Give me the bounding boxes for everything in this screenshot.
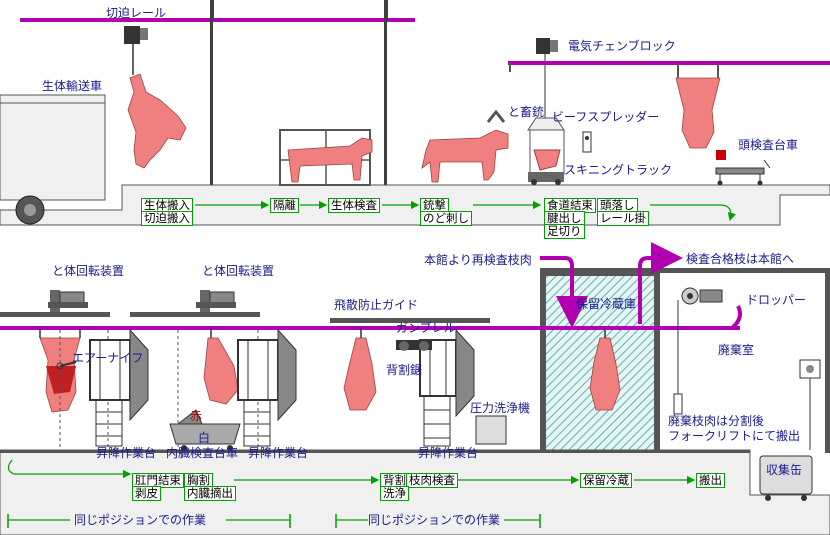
rotator-1-label: と体回転装置 [52,264,125,278]
pressure-washer [475,415,507,445]
carcass-3 [343,337,377,411]
red-label: 赤 [190,409,203,423]
bin-label: 収集缶 [766,463,803,477]
skinning-track-label: スキニングトラック [564,163,673,177]
dropper-label: ドロッパー [746,293,807,307]
beef-spreader [527,117,565,185]
passed-arrow [638,242,683,324]
rotator-2 [196,290,236,312]
head-inspection-cart [715,150,771,186]
hanging-carcass [127,73,187,169]
flow-skinning: 剥皮 [132,486,161,501]
truck-label: 生体輸送車 [42,79,103,93]
control-box [582,131,592,153]
back-saw [396,340,432,351]
flow-hold-chill: 保留冷蔵 [580,473,632,488]
air-knife-label: エアーナイフ [72,351,144,365]
hanging-carcass-2 [675,77,721,149]
dropper-rail [660,305,742,330]
carcass-2 [203,337,239,405]
cow [421,129,509,183]
flow-urgent-in: 切迫搬入 [141,211,193,226]
lift-3-label: 昇降作業台 [418,446,479,460]
passed-label: 検査合格枝は本館へ [686,252,795,266]
flow-foot-cut: 足切り [544,224,585,239]
live-transport-truck [0,94,106,225]
lift-platform-2 [237,328,297,447]
guide-label: 飛散防止ガイド [334,298,419,312]
reinspection-label: 本館より再検査枝肉 [424,253,532,267]
flow-live-in: 生体搬入 [141,198,193,213]
back-saw-label: 背割鋸 [386,363,423,377]
carcass-4 [589,337,621,411]
flow-isolation: 隔離 [270,198,299,213]
head-cart-label: 頭検査台車 [738,138,799,152]
flow-evisceration: 内臓摘出 [184,486,236,501]
waste-room-label: 廃棄室 [718,343,755,357]
viscera-cart-label: 内臓検査台車 [166,446,239,460]
bottom-flow [7,459,696,485]
isolation-pen [279,129,373,186]
lift-platform-1 [89,328,149,447]
dropper [673,287,723,415]
flow-washing: 洗浄 [380,486,409,501]
cut-rail-label: 切迫レール [106,6,167,20]
waste-note-2: フォークリフトにて搬出 [668,429,801,443]
hoist [124,26,148,75]
same-position-markers [7,514,541,528]
flow-head-off: 頭落し [597,198,638,213]
rotator-2-label: と体回転装置 [202,264,275,278]
flow-ship-out: 搬出 [696,473,725,488]
flow-chest-split: 胸割 [184,473,213,488]
gambrel-label: ガンブレル [396,321,456,335]
viscera-cart [169,409,241,451]
flow-bleed: のど刺し [420,211,472,226]
cold-storage-label: 保留冷蔵庫 [576,297,637,311]
top-flow [195,200,736,222]
same-position-1: 同じポジションでの作業 [74,513,207,527]
collection-bin [759,455,813,501]
white-label: 白 [198,431,211,445]
flow-carcass-inspection: 枝肉検査 [406,473,458,488]
rotator-1 [48,290,88,312]
lift-1-label: 昇降作業台 [96,446,157,460]
flow-esophagus-tie: 食道結束 [544,198,596,213]
same-position-2: 同じポジションでの作業 [368,513,501,527]
reinspection-arrow [540,256,588,328]
flow-live-inspection: 生体検査 [328,198,380,213]
waste-note-1: 廃棄枝肉は分割後 [668,414,765,428]
lift-2-label: 昇降作業台 [248,446,309,460]
flow-back-split: 背割 [380,473,409,488]
flow-rail-hang: レール掛 [597,211,649,226]
chain-block-label: 電気チェンブロック [568,39,676,53]
spreader-label: ビーフスプレッダー [552,110,660,124]
stunning-label: と畜銃 [508,105,545,119]
washer-label: 圧力洗浄機 [470,401,531,415]
